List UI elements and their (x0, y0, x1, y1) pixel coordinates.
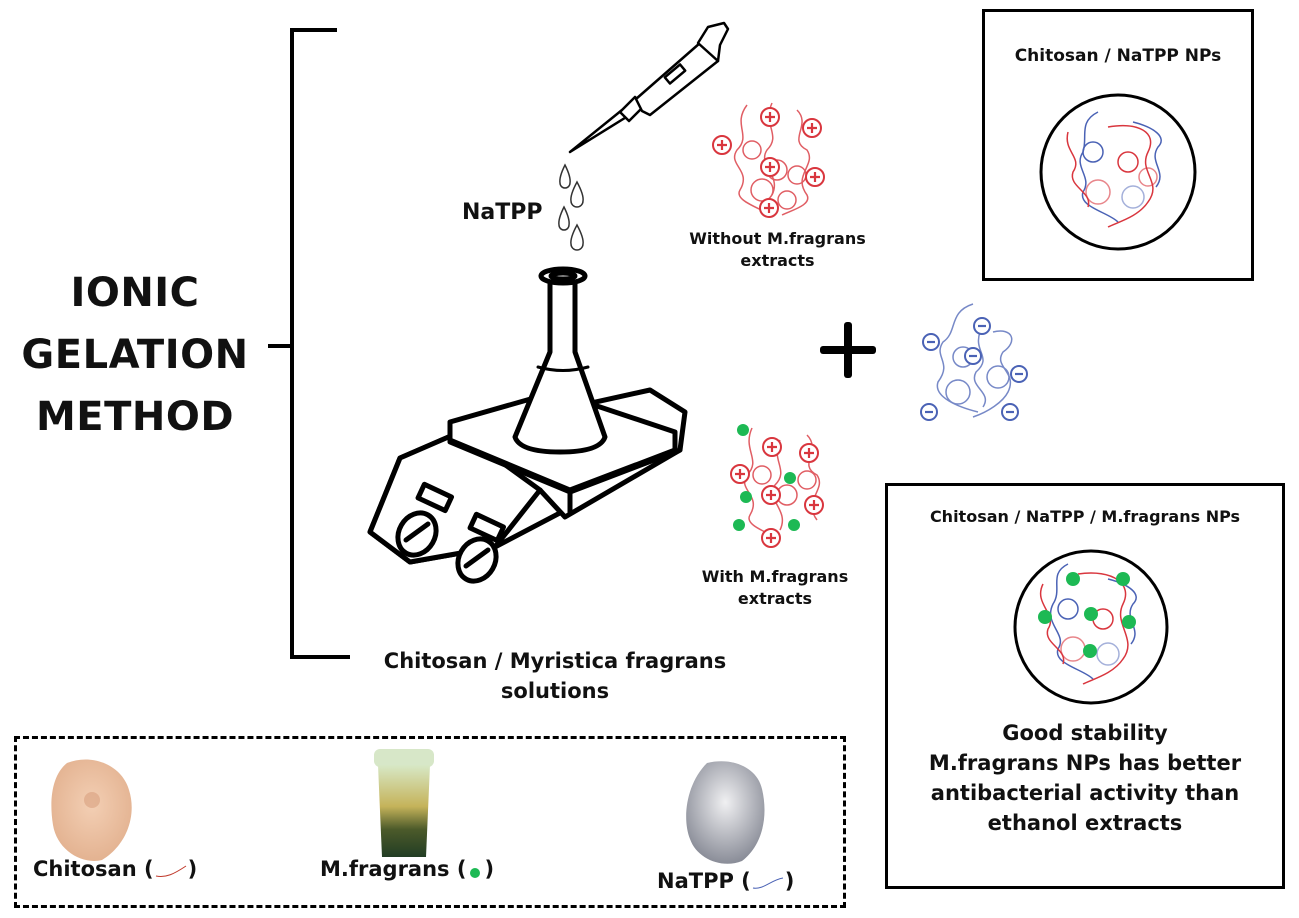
without-extract-label: Without M.fragrans extracts (670, 228, 885, 272)
method-title: IONIC GELATION METHOD (10, 262, 260, 448)
extract-dots (733, 424, 800, 531)
chitosan-natpp-mfragrans-nanoparticle (1013, 549, 1169, 705)
with-extract-label-line-2: extracts (737, 589, 813, 608)
with-extract-label-line-1: With M.fragrans (701, 567, 849, 586)
chitosan-natpp-nanoparticle (1039, 93, 1197, 251)
solution-label-line-2: solutions (500, 679, 610, 703)
legend-item-natpp: NaTPP () (657, 869, 795, 893)
result-box-chitosan-natpp: Chitosan / NaTPP NPs (982, 9, 1254, 281)
title-line-1: IONIC (70, 270, 200, 316)
red-strand-icon (155, 865, 186, 877)
result-box-2-title: Chitosan / NaTPP / M.fragrans NPs (929, 507, 1241, 526)
bracket-top (290, 28, 337, 32)
chitosan-particle-without-extract (712, 102, 825, 218)
mfragrans-extract-jar-image (374, 749, 434, 857)
result-box-2-description: Good stability M.fragrans NPs has better… (888, 718, 1282, 838)
with-extract-label: With M.fragrans extracts (680, 566, 870, 610)
materials-legend: Chitosan () M.fragrans () NaTPP () (14, 736, 846, 908)
blue-strand-icon (752, 877, 783, 889)
bracket-vertical (290, 28, 294, 659)
natpp-powder-image (686, 761, 765, 864)
plus-operator-icon (820, 322, 876, 378)
result-box-chitosan-natpp-mfragrans: Chitosan / NaTPP / M.fragrans NPs Good s… (885, 483, 1285, 889)
chitosan-particle-with-extract (730, 424, 824, 548)
description-line-3: antibacterial activity than (930, 781, 1240, 805)
hotplate-stirrer-with-flask-icon (367, 266, 688, 584)
droplets-icon (558, 163, 584, 251)
result-box-1-title: Chitosan / NaTPP NPs (1014, 46, 1222, 66)
extract-dots (1038, 572, 1136, 658)
title-line-2: GELATION (21, 332, 249, 378)
natpp-particle (920, 303, 1028, 421)
positive-charges (712, 107, 825, 218)
legend-item-chitosan: Chitosan () (33, 857, 198, 881)
without-extract-label-line-2: extracts (740, 251, 815, 270)
reagent-label: NaTPP (462, 200, 543, 225)
description-line-1: Good stability (1002, 721, 1168, 745)
description-line-2: M.fragrans NPs has better (928, 751, 1242, 775)
without-extract-label-line-1: Without M.fragrans (689, 229, 866, 248)
solution-label: Chitosan / Myristica fragrans solutions (345, 646, 765, 706)
pipette-icon (568, 21, 730, 154)
green-dot-icon (470, 868, 481, 878)
bracket-bottom (290, 655, 350, 659)
solution-label-line-1: Chitosan / Myristica fragrans (383, 649, 727, 673)
description-line-4: ethanol extracts (987, 811, 1183, 835)
bracket-connector (268, 344, 292, 348)
title-line-3: METHOD (35, 394, 235, 440)
legend-item-mfragrans: M.fragrans () (320, 857, 495, 881)
chitosan-powder-image (51, 759, 132, 861)
